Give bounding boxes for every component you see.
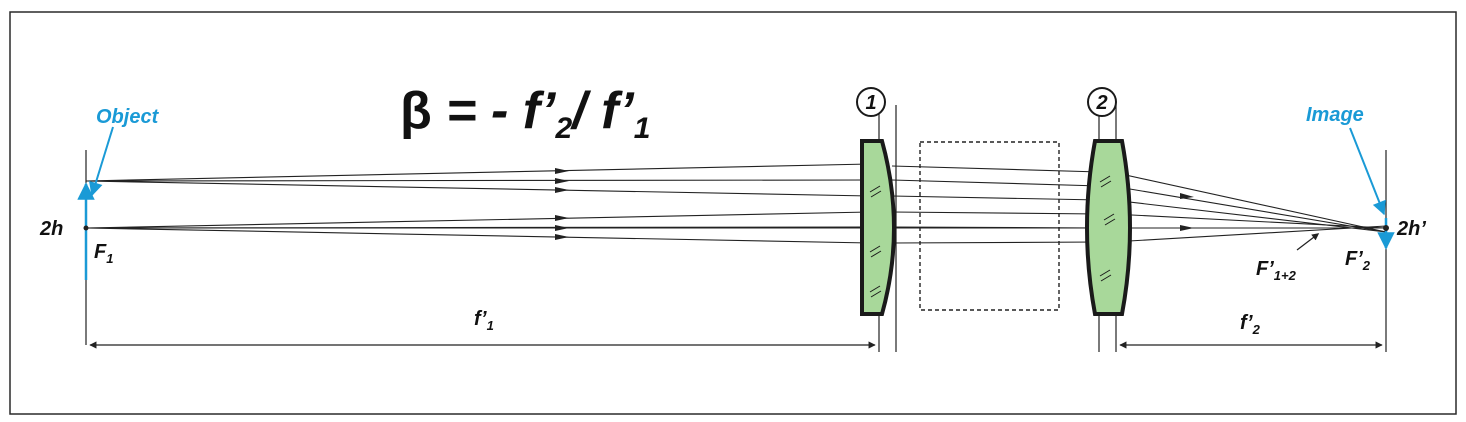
ray	[891, 195, 1101, 201]
f1-label: F1	[94, 241, 113, 266]
formula-sub2: 2	[554, 112, 572, 145]
two-h-label: 2h	[39, 218, 63, 240]
focal-length-2-label: f’2	[1240, 312, 1261, 337]
f1-label-main: F	[94, 241, 107, 263]
ray-arrowhead	[1180, 193, 1194, 199]
focal-length-1-label: f’1	[474, 308, 494, 333]
ray	[85, 179, 871, 182]
f2-label: F’2	[1345, 248, 1371, 273]
lens-2	[1085, 139, 1132, 316]
ray-arrowheads	[555, 168, 1194, 240]
outer-frame	[9, 11, 1457, 415]
f12-pointer	[1296, 233, 1320, 251]
lens-1-hatching	[869, 185, 882, 298]
ray-arrowhead	[555, 225, 569, 231]
ray	[85, 227, 871, 244]
f1-point	[83, 225, 89, 231]
f12-label-main: F’	[1256, 258, 1274, 280]
object-pointer-arrow	[89, 126, 114, 197]
ray	[891, 211, 1101, 215]
formula-eq: = - f’	[432, 82, 557, 140]
focal-length-1-sub: 1	[487, 318, 494, 333]
f12-label-sub: 1+2	[1274, 268, 1297, 283]
ray-arrowhead	[555, 168, 569, 174]
image-pointer-arrow	[1349, 127, 1386, 216]
focal-length-2-main: f’	[1240, 312, 1253, 334]
focal-length-2-sub: 2	[1252, 322, 1261, 337]
ray	[891, 165, 1101, 173]
object-label: Object	[96, 106, 160, 128]
ray	[85, 226, 871, 229]
ray	[1111, 225, 1387, 243]
f12-label: F’1+2	[1256, 258, 1297, 283]
formula-slash: / f’	[570, 82, 635, 140]
two-h-prime-label: 2h’	[1396, 218, 1426, 240]
ray	[891, 179, 1101, 187]
ray	[85, 180, 871, 197]
f1-label-sub: 1	[106, 251, 113, 266]
formula-sub1: 1	[634, 112, 651, 145]
rays-group	[85, 163, 1387, 244]
ray-arrowhead	[555, 178, 569, 184]
formula-beta: β	[400, 82, 432, 140]
ray-arrowhead	[555, 187, 569, 193]
focal-length-1-main: f’	[474, 308, 487, 330]
ray	[1111, 185, 1387, 233]
lens-1	[860, 139, 896, 316]
image-label: Image	[1306, 104, 1364, 126]
ray	[1111, 171, 1387, 233]
ray	[85, 211, 871, 229]
f2-label-sub: 2	[1362, 258, 1371, 273]
ray	[891, 226, 1101, 229]
ray-arrowhead	[555, 234, 569, 240]
ray-arrowhead	[1180, 225, 1194, 231]
ray	[85, 163, 871, 182]
lens-2-number: 2	[1095, 92, 1107, 114]
f2-label-main: F’	[1345, 248, 1363, 270]
lens-2-hatching	[1099, 175, 1116, 282]
ray	[1111, 199, 1387, 233]
lens-1-number-circle	[856, 87, 886, 117]
lens-2-number-circle	[1087, 87, 1117, 117]
f2-point	[1383, 225, 1389, 231]
formula-magnification: β = - f’2/ f’1	[400, 82, 650, 145]
ray	[1111, 213, 1387, 229]
ray-arrowhead	[555, 215, 569, 221]
lens-1-number: 1	[865, 92, 876, 114]
ray	[891, 241, 1101, 244]
